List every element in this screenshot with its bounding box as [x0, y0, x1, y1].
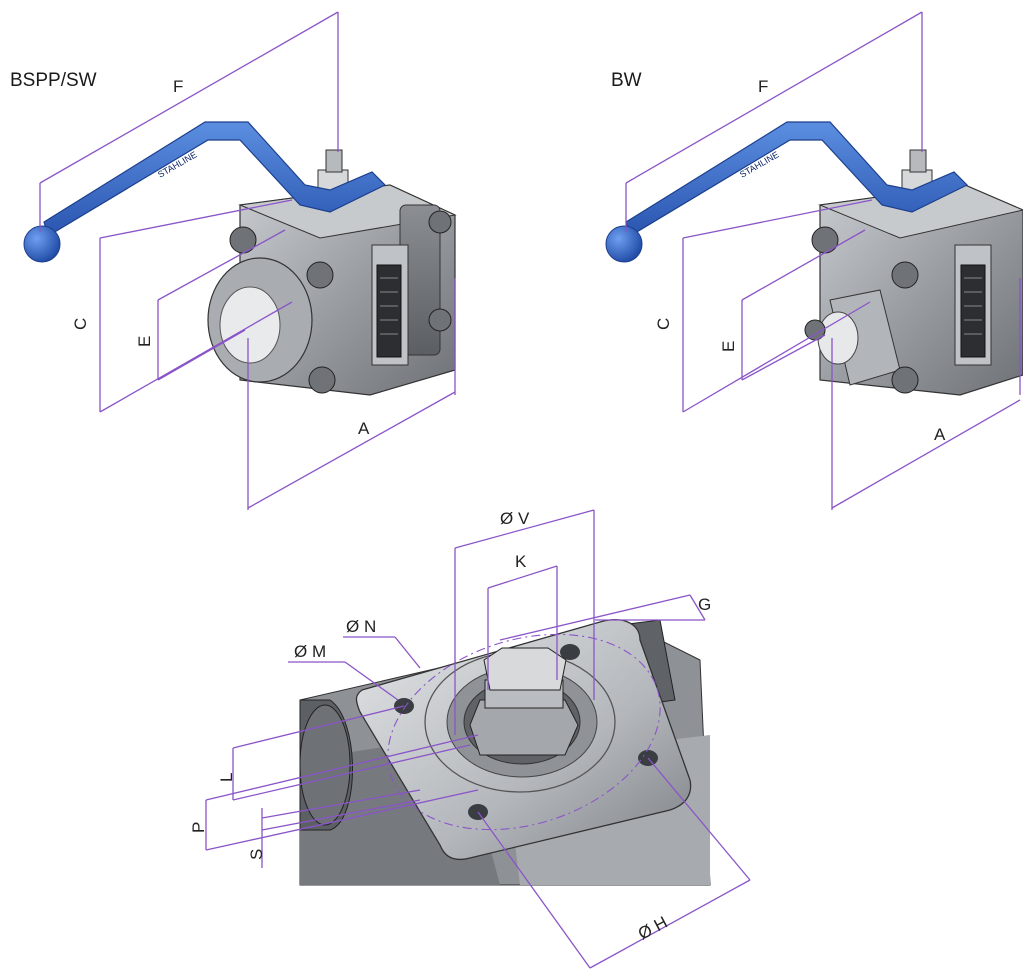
dim-A: A	[358, 419, 370, 438]
dim-A: A	[934, 425, 946, 444]
dim-N: Ø N	[346, 617, 376, 636]
dim-P: P	[189, 822, 208, 833]
bolt-icon	[891, 366, 919, 394]
dim-V: Ø V	[500, 509, 530, 528]
dim-M: Ø M	[294, 642, 326, 661]
bolt-icon	[308, 366, 336, 394]
dim-H: Ø H	[635, 913, 671, 944]
dim-K: K	[515, 552, 527, 571]
nameplate	[960, 264, 986, 358]
bolt-icon	[306, 261, 334, 289]
dimensions-left: F C E A	[39, 11, 456, 510]
dim-F: F	[173, 77, 183, 96]
bolt-icon	[229, 226, 257, 254]
lever-handle	[625, 121, 969, 237]
stem-hex-icon	[483, 647, 567, 691]
nameplate	[376, 264, 402, 358]
lever-handle	[43, 121, 387, 237]
view-title-bspp-sw: BSPP/SW	[10, 70, 97, 91]
stem-nut	[469, 699, 579, 756]
bolt-hole-icon	[560, 644, 580, 660]
dimensions-right: F C E A	[625, 11, 1021, 510]
valve-bw: STAHLINE	[605, 121, 1023, 396]
bolt-icon	[428, 210, 452, 234]
dim-G: G	[698, 595, 711, 614]
dim-E: E	[135, 336, 154, 347]
flange-closeup	[299, 619, 711, 886]
lever-ball	[605, 225, 643, 263]
dim-C: C	[654, 318, 673, 330]
dimensions-top: Ø V K G Ø N Ø M L P S	[189, 509, 751, 969]
valve-bspp-sw: STAHLINE	[23, 121, 457, 396]
lever-ball	[23, 225, 61, 263]
dim-L: L	[217, 773, 236, 782]
bolt-icon	[891, 261, 919, 289]
port-butt-weld	[817, 311, 859, 365]
bolt-icon	[811, 226, 839, 254]
view-title-bw: BW	[611, 70, 642, 91]
dim-E: E	[719, 341, 738, 352]
dim-C: C	[71, 318, 90, 330]
bolt-icon	[428, 308, 452, 332]
dim-F: F	[758, 77, 768, 96]
dim-S: S	[247, 849, 266, 860]
